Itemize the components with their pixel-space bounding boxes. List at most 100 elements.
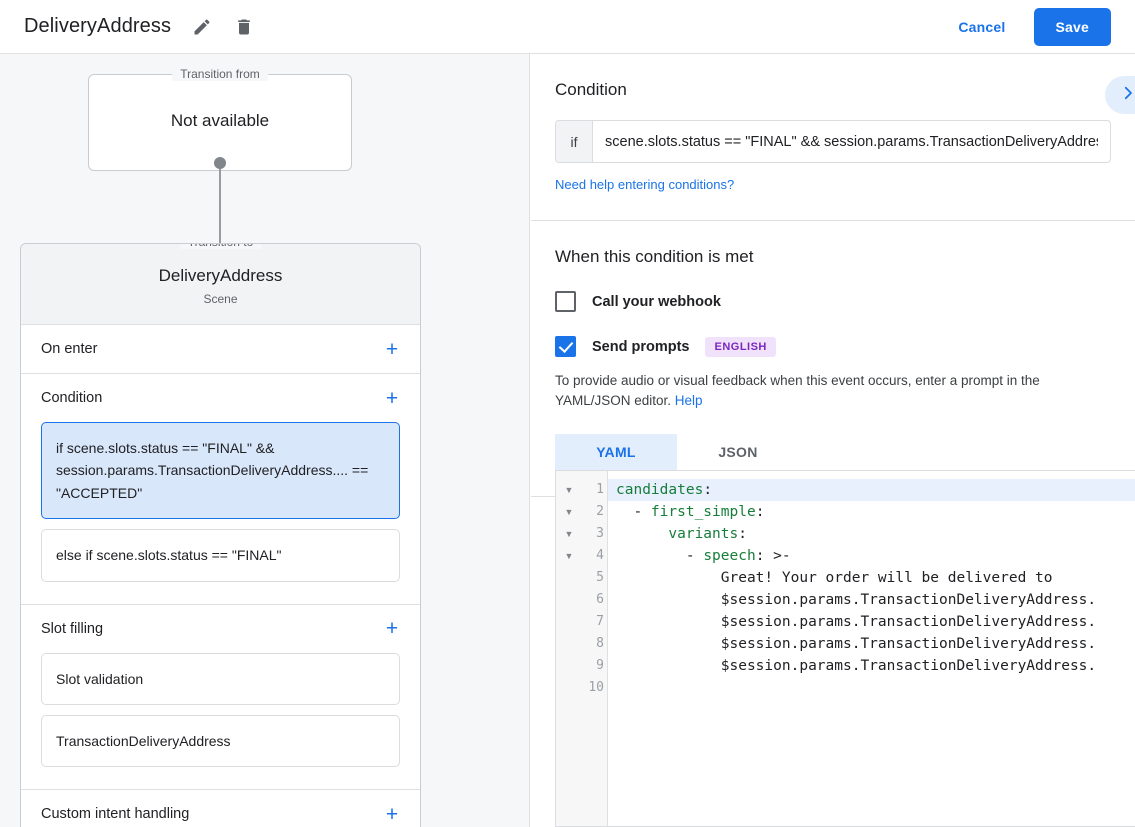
code-indent: [616, 570, 721, 586]
code-key-token: speech: [703, 548, 756, 564]
fold-toggle-icon[interactable]: [556, 567, 582, 589]
send-prompts-label: Send prompts: [592, 338, 690, 355]
condition-help-link[interactable]: Need help entering conditions?: [555, 177, 735, 192]
line-number: 7: [596, 614, 604, 629]
section-header-custom-intent: Custom intent handling +: [21, 790, 420, 827]
when-condition-met-heading: When this condition is met: [555, 247, 754, 266]
slot-filling-item-validation[interactable]: Slot validation: [41, 652, 400, 705]
line-number: 8: [596, 636, 604, 651]
section-slot-filling: Slot filling + Slot validation Transacti…: [21, 605, 420, 791]
transition-to-title: DeliveryAddress: [158, 266, 283, 285]
code-indent: [616, 614, 721, 630]
code-value-token: $session.params.TransactionDeliveryAddre…: [720, 592, 1097, 608]
section-header-condition: Condition +: [21, 374, 420, 422]
code-indent: [616, 636, 721, 652]
format-tabs: YAML JSON: [555, 433, 1111, 470]
fold-toggle-icon[interactable]: ▼: [564, 551, 574, 561]
code-value-token: : >-: [755, 548, 791, 564]
condition-input-group: if: [555, 120, 1111, 163]
condition-input[interactable]: [593, 121, 1110, 162]
fold-toggle-icon[interactable]: [556, 655, 582, 677]
condition-detail-section: Condition if Need help entering conditio…: [531, 54, 1135, 221]
condition-if-prefix: if: [556, 121, 593, 162]
code-line[interactable]: $session.params.TransactionDeliveryAddre…: [608, 633, 1135, 655]
transition-to-card: Transition to DeliveryAddress Scene On e…: [20, 243, 421, 827]
code-line[interactable]: $session.params.TransactionDeliveryAddre…: [608, 655, 1135, 677]
code-line[interactable]: $session.params.TransactionDeliveryAddre…: [608, 611, 1135, 633]
left-panel: Transition from Not available Transition…: [0, 54, 530, 827]
code-line[interactable]: - speech: >-: [608, 545, 1135, 567]
delete-button[interactable]: [227, 10, 261, 44]
send-prompts-row[interactable]: Send prompts ENGLISH: [555, 336, 1111, 357]
code-indent: [616, 658, 721, 674]
fold-gutter: ▼ ▼ ▼ ▼: [556, 471, 582, 826]
cancel-button[interactable]: Cancel: [944, 11, 1019, 43]
edit-button[interactable]: [185, 10, 219, 44]
add-slot-filling-button[interactable]: +: [385, 617, 399, 641]
code-value-token: Great! Your order will be delivered to: [720, 570, 1053, 586]
add-custom-intent-button[interactable]: +: [385, 802, 399, 826]
add-on-enter-button[interactable]: +: [385, 337, 399, 361]
fold-toggle-icon[interactable]: [556, 677, 582, 699]
fold-toggle-icon[interactable]: [556, 611, 582, 633]
code-indent: [616, 592, 721, 608]
transition-to-header: Transition to DeliveryAddress Scene: [21, 244, 420, 325]
code-key-token: variants: [668, 526, 739, 542]
code-line[interactable]: candidates:: [608, 479, 1135, 501]
send-prompts-checkbox[interactable]: [555, 336, 576, 357]
code-line[interactable]: Great! Your order will be delivered to: [608, 567, 1135, 589]
code-content[interactable]: candidates: - first_simple: variants: - …: [608, 471, 1135, 826]
fold-toggle-icon[interactable]: ▼: [564, 529, 574, 539]
section-header-slot-filling: Slot filling +: [21, 605, 420, 653]
condition-heading: Condition: [555, 80, 627, 99]
transition-to-subtitle: Scene: [203, 292, 238, 306]
transition-to-legend: Transition to: [179, 244, 262, 249]
webhook-checkbox-row[interactable]: Call your webhook: [555, 291, 1111, 312]
code-value-token: :: [755, 504, 765, 520]
code-value-token: $session.params.TransactionDeliveryAddre…: [720, 614, 1097, 630]
language-badge: ENGLISH: [705, 336, 776, 357]
page-title: DeliveryAddress: [24, 15, 172, 37]
code-line[interactable]: variants:: [608, 523, 1135, 545]
transition-from-value: Not available: [170, 111, 270, 130]
section-title-condition: Condition: [41, 390, 103, 406]
code-key-token: first_simple: [650, 504, 756, 520]
tab-json[interactable]: JSON: [718, 443, 758, 460]
code-indent: -: [616, 504, 651, 520]
code-line[interactable]: - first_simple:: [608, 501, 1135, 523]
fold-toggle-icon[interactable]: [556, 633, 582, 655]
section-title-on-enter: On enter: [41, 341, 98, 357]
code-value-token: :: [703, 482, 713, 498]
fold-toggle-icon[interactable]: ▼: [564, 507, 574, 517]
line-number: 4: [596, 548, 604, 563]
call-webhook-label: Call your webhook: [592, 293, 721, 310]
tab-yaml[interactable]: YAML: [555, 433, 677, 470]
line-number: 5: [596, 570, 604, 585]
collapse-panel-button[interactable]: [1105, 76, 1135, 114]
transition-from-box: Transition from Not available: [88, 67, 352, 171]
add-condition-button[interactable]: +: [385, 386, 399, 410]
slot-filling-item-transaction[interactable]: TransactionDeliveryAddress: [41, 714, 400, 768]
section-header-on-enter: On enter +: [21, 325, 420, 373]
fold-toggle-icon[interactable]: ▼: [564, 485, 574, 495]
fold-toggle-icon[interactable]: [556, 589, 582, 611]
transition-from-legend: Transition from: [172, 67, 268, 81]
condition-item-selected[interactable]: if scene.slots.status == "FINAL" && sess…: [41, 422, 400, 520]
section-custom-intent-handling: Custom intent handling +: [21, 790, 420, 827]
section-condition: Condition + if scene.slots.status == "FI…: [21, 374, 420, 605]
line-number: 6: [596, 592, 604, 607]
section-on-enter: On enter +: [21, 325, 420, 374]
code-line[interactable]: [608, 677, 1135, 699]
code-line[interactable]: $session.params.TransactionDeliveryAddre…: [608, 589, 1135, 611]
code-value-token: $session.params.TransactionDeliveryAddre…: [720, 636, 1097, 652]
call-webhook-checkbox[interactable]: [555, 291, 576, 312]
line-number: 1: [596, 482, 604, 497]
trash-icon: [234, 17, 254, 37]
condition-item[interactable]: else if scene.slots.status == "FINAL": [41, 529, 400, 582]
when-condition-met-section: When this condition is met Call your web…: [531, 221, 1135, 497]
prompts-help-link[interactable]: Help: [674, 393, 703, 409]
line-number: 2: [596, 504, 604, 519]
save-button[interactable]: Save: [1033, 7, 1111, 46]
